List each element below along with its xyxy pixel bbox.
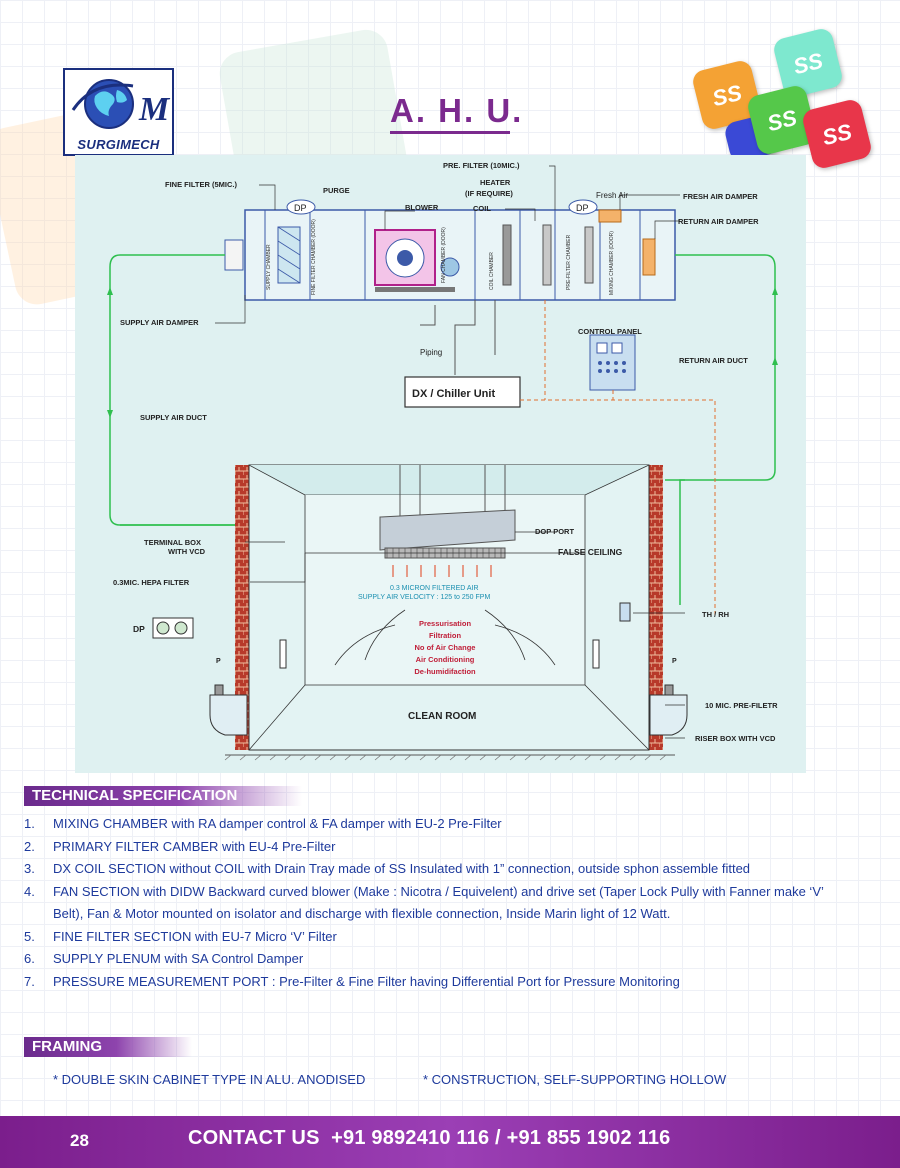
decor-tile-red: SS [801,98,874,171]
svg-text:COIL CHAMBER: COIL CHAMBER [489,252,495,290]
spec-num: 1. [24,813,35,836]
spec-text: DX COIL SECTION without COIL with Drain … [53,861,750,876]
title-underline [390,131,510,134]
function-item: Pressurisation [419,619,472,628]
spec-num: 7. [24,971,35,994]
svg-text:DP: DP [576,203,589,213]
function-item: De-humidifaction [414,667,476,676]
technical-specification-heading: TECHNICAL SPECIFICATION [24,786,302,806]
label-p-left: P [216,658,221,665]
spec-num: 4. [24,881,35,904]
svg-text:MIXING CHAMBER (DOOR): MIXING CHAMBER (DOOR) [609,231,615,295]
spec-item: 3. DX COIL SECTION without COIL with Drai… [24,858,884,881]
label-clean-room: CLEAN ROOM [408,711,476,722]
spec-item: 5. FINE FILTER SECTION with EU-7 Micro ‘V… [24,926,884,949]
label-terminal-box-2: WITH VCD [168,547,206,556]
framing-heading: FRAMING [24,1037,192,1057]
label-th-rh: TH / RH [702,610,729,619]
spec-item: 4. FAN SECTION with DIDW Backward curved … [24,881,853,926]
company-logo: M SURGIMECH [63,68,174,156]
svg-text:FINE FILTER CHAMBER (DOOR): FINE FILTER CHAMBER (DOOR) [311,219,317,295]
function-item: Filtration [429,631,461,640]
spec-num: 6. [24,948,35,971]
ahu-schematic: DP DP SUPPLY CHAMBER FINE FILTER CHAMBER… [75,155,806,773]
label-p-right: P [672,658,677,665]
function-item: Air Conditioning [416,655,475,664]
label-return-air-damper: RETURN AIR DAMPER [678,217,759,226]
specification-list: 1. MIXING CHAMBER with RA damper control … [24,813,884,993]
ahu-diagram: DP DP SUPPLY CHAMBER FINE FILTER CHAMBER… [75,155,806,773]
contact-info: CONTACT US +91 9892410 116 / +91 855 190… [188,1127,671,1150]
label-pre-filter: PRE. FILTER (10MIC.) [443,161,520,170]
label-dop-port: DOP PORT [535,527,574,536]
spec-item: 7. PRESSURE MEASUREMENT PORT : Pre-Filter… [24,971,884,994]
spec-item: 2. PRIMARY FILTER CAMBER with EU-4 Pre-Fi… [24,836,884,859]
label-fresh-air: Fresh Air [596,191,628,200]
svg-text:PRE-FILTER CHAMBER: PRE-FILTER CHAMBER [566,234,572,290]
spec-text: MIXING CHAMBER with RA damper control & … [53,816,502,831]
svg-text:FAN CHAMBER (DOOR): FAN CHAMBER (DOOR) [441,227,447,283]
logo-text: SURGIMECH [65,137,172,152]
label-purge: PURGE [323,186,350,195]
globe-logo-icon: M [65,70,172,138]
label-fresh-air-damper: FRESH AIR DAMPER [683,192,758,201]
spec-item: 6. SUPPLY PLENUM with SA Control Damper [24,948,884,971]
label-heater: HEATER [480,178,511,187]
page-title: A. H. U. [390,92,523,130]
spec-item: 1. MIXING CHAMBER with RA damper control … [24,813,884,836]
framing-item: * CONSTRUCTION, SELF-SUPPORTING HOLLOW [423,1072,726,1087]
label-fine-filter: FINE FILTER (5MIC.) [165,180,237,189]
svg-text:SUPPLY CHAMBER: SUPPLY CHAMBER [266,244,272,290]
spec-text: PRIMARY FILTER CAMBER with EU-4 Pre-Filt… [53,839,335,854]
function-item: No of Air Change [415,643,476,652]
label-blower: BLOWER [405,203,439,212]
page-number: 28 [70,1131,89,1151]
label-control-panel: CONTROL PANEL [578,327,642,336]
spec-num: 2. [24,836,35,859]
label-riser-box: RISER BOX WITH VCD [695,734,776,743]
label-piping: Piping [420,348,442,357]
label-supply-air-duct: SUPPLY AIR DUCT [140,413,207,422]
spec-text: FINE FILTER SECTION with EU-7 Micro ‘V’ … [53,929,337,944]
svg-text:DP: DP [294,203,307,213]
label-heater-note: (IF REQUIRE) [465,189,513,198]
label-filtered-air: 0.3 MICRON FILTERED AIR [390,585,479,592]
label-dp: DP [133,624,145,634]
label-false-ceiling: FALSE CEILING [558,547,623,557]
label-terminal-box: TERMINAL BOX [144,538,201,547]
framing-item: * DOUBLE SKIN CABINET TYPE IN ALU. ANODI… [53,1072,365,1087]
svg-text:M: M [138,91,171,128]
label-return-air-duct: RETURN AIR DUCT [679,356,748,365]
spec-num: 5. [24,926,35,949]
spec-text: PRESSURE MEASUREMENT PORT : Pre-Filter &… [53,974,680,989]
label-pre-filter-10: 10 MIC. PRE-FILETR [705,701,778,710]
label-hepa-filter: 0.3MIC. HEPA FILTER [113,578,190,587]
label-supply-air-damper: SUPPLY AIR DAMPER [120,318,199,327]
spec-text: SUPPLY PLENUM with SA Control Damper [53,951,303,966]
label-supply-velocity: SUPPLY AIR VELOCITY : 125 to 250 FPM [358,594,490,601]
spec-num: 3. [24,858,35,881]
spec-text: FAN SECTION with DIDW Backward curved bl… [53,884,823,922]
label-dx-chiller: DX / Chiller Unit [412,388,495,400]
label-coil: COIL [473,204,491,213]
